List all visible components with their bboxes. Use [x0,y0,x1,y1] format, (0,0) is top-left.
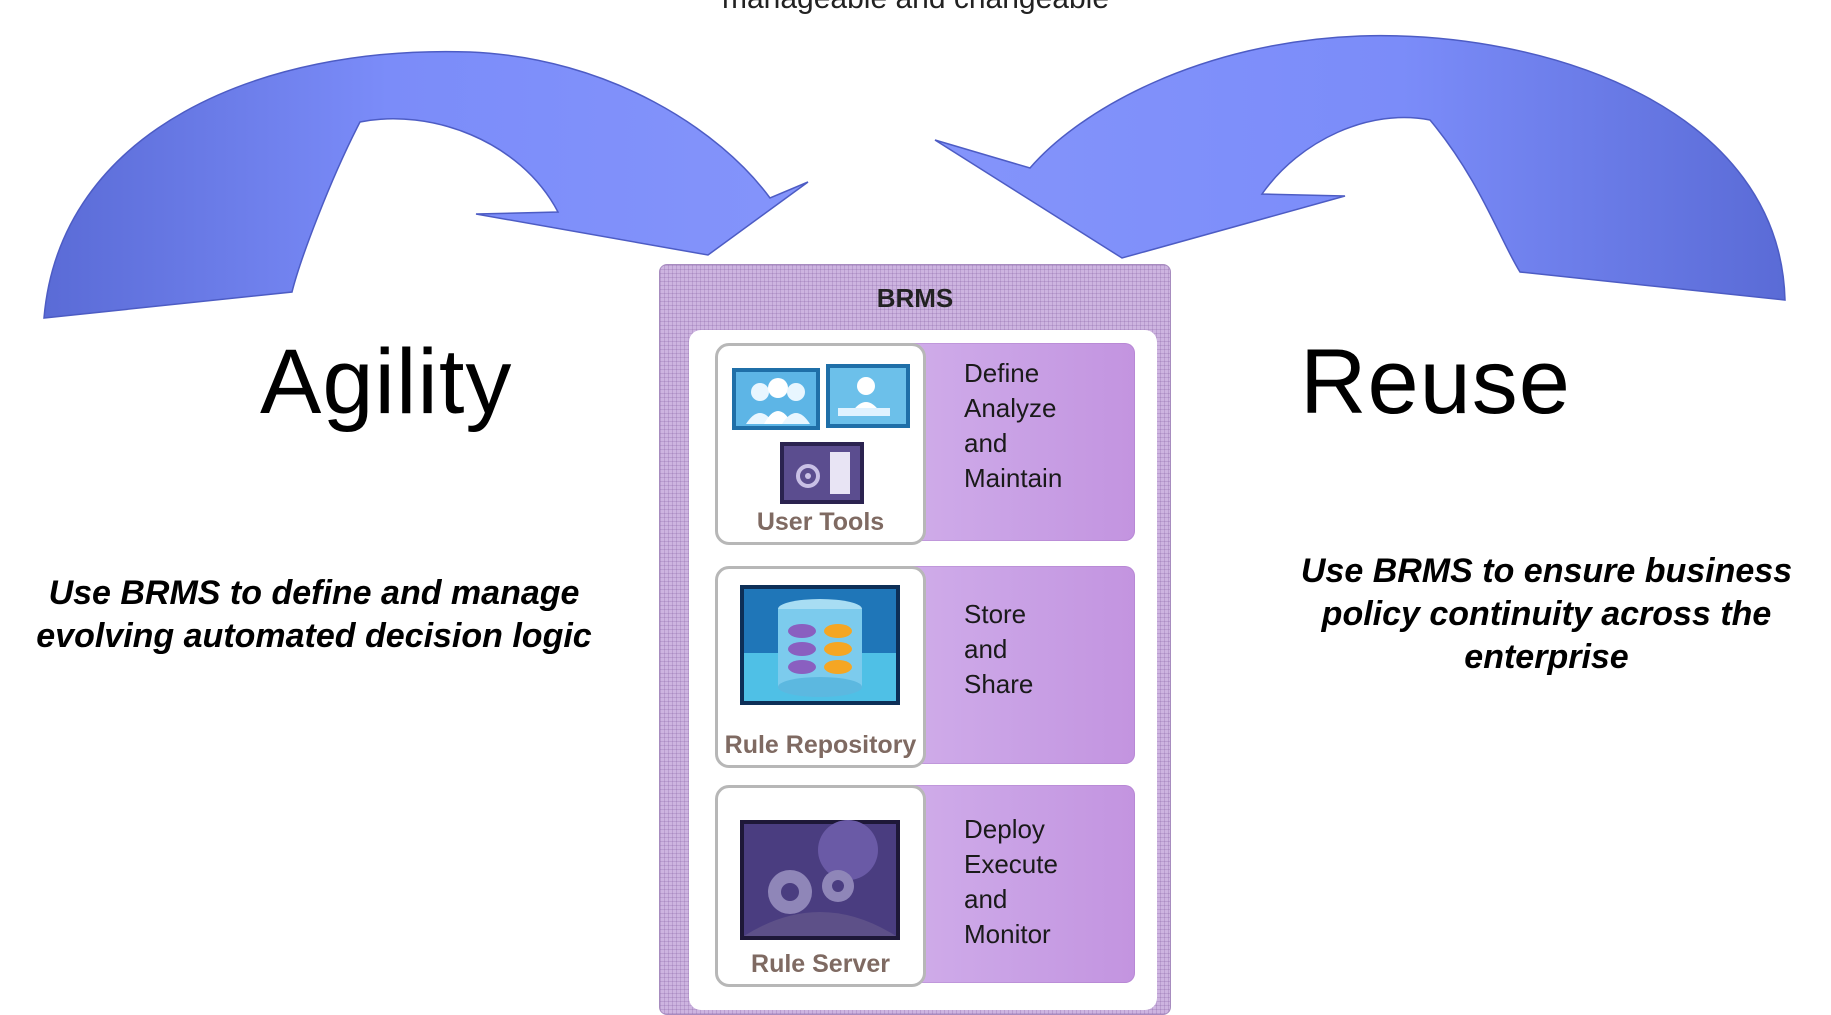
workstation-icon [826,364,910,428]
database-icon [740,585,900,705]
row-text-line: Deploy [964,814,1045,844]
reuse-arrow [934,34,1786,301]
user-tools-description: Define Analyze and Maintain [964,356,1062,496]
row-text-line: Define [964,358,1040,388]
rule-server-label: Rule Server [751,950,890,978]
row-text-line: and [964,634,1008,664]
top-caption: manageable and changeable [0,0,1831,16]
reuse-description-line: enterprise [1464,638,1629,676]
row-text-line: Share [964,669,1034,699]
row-text-line: and [964,428,1008,458]
row-text-line: Execute [964,849,1058,879]
server-gear-icon [780,442,864,504]
rule-repository-label: Rule Repository [724,731,917,759]
rule-repository-box: Rule Repository [715,566,926,768]
users-icon [732,368,820,430]
agility-description-line: evolving automated decision logic [36,617,592,655]
rule-repository-description: Store and Share [964,597,1033,702]
row-text-line: Maintain [964,463,1063,493]
agility-title: Agility [260,331,513,433]
row-text-line: Analyze [964,393,1057,423]
row-text-line: Store [964,599,1027,629]
rule-server-box: Rule Server [715,785,926,987]
agility-description-line: Use BRMS to define and manage [48,574,580,612]
row-text-line: Monitor [964,919,1051,949]
reuse-title: Reuse [1300,331,1571,433]
reuse-description: Use BRMS to ensure business policy conti… [1262,550,1831,679]
agility-arrow [43,50,809,319]
rule-server-description: Deploy Execute and Monitor [964,812,1058,952]
row-text-line: and [964,884,1008,914]
user-tools-box: User Tools [715,343,926,545]
reuse-description-line: policy continuity across the [1321,595,1772,633]
user-tools-label: User Tools [756,508,885,536]
brms-title: BRMS [876,283,954,313]
reuse-description-line: Use BRMS to ensure business [1300,552,1793,590]
agility-description: Use BRMS to define and manage evolving a… [0,572,628,658]
gears-icon [740,820,900,940]
